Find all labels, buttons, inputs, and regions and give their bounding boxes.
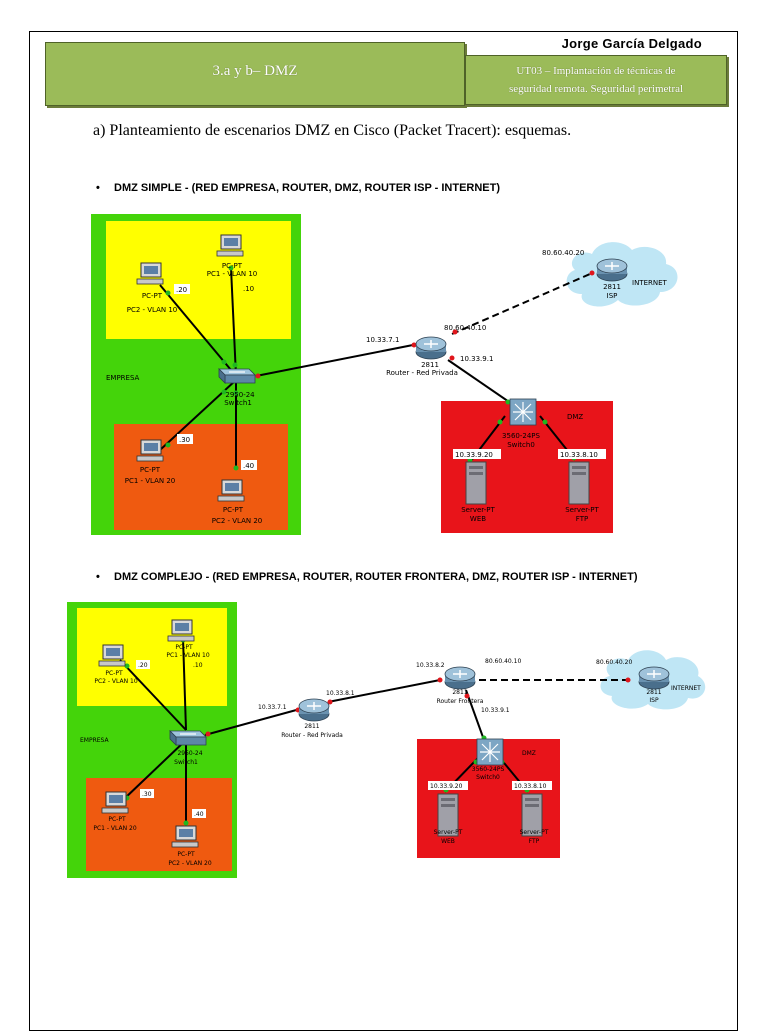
router-isp-ip: 80.60.40.20 (596, 659, 632, 666)
pc1-vlan20-icon[interactable] (101, 791, 129, 814)
router-isp-model: 2811 (646, 689, 661, 696)
switch0-model: 3560-24PS (472, 766, 505, 773)
switch0-model: 3560-24PS (502, 432, 540, 440)
header-unit-title: UT03 – Implantación de técnicas de segur… (470, 62, 722, 98)
switch0-name: Switch0 (476, 774, 500, 781)
pc2-vlan20-type: PC-PT (177, 851, 195, 858)
router-private-ip-wan: 10.33.8.1 (326, 690, 355, 697)
dmz-label: DMZ (522, 750, 536, 757)
router-private-model: 2811 (304, 723, 319, 730)
switch1-model: 2950-24 (225, 391, 255, 399)
header-section-title: 3.a y b– DMZ (212, 63, 298, 79)
web-server-name: WEB (470, 515, 486, 523)
empresa-label: EMPRESA (106, 374, 140, 382)
bullet-dmz-complex-text: DMZ COMPLEJO - (RED EMPRESA, ROUTER, ROU… (114, 571, 638, 583)
internet-label: INTERNET (671, 685, 701, 692)
pc2-vlan20-ip: .40 (243, 462, 254, 470)
router-private-ip-lan: 10.33.7.1 (366, 336, 399, 344)
header-unit-line2: seguridad remota. Seguridad perimetral (508, 83, 684, 95)
pc1-vlan10-name: PC1 - VLAN 10 (166, 652, 210, 659)
router-private-ip-lan: 10.33.7.1 (258, 704, 287, 711)
router-border-model: 2811 (452, 689, 467, 696)
pc1-vlan10-ip: .10 (193, 662, 203, 669)
pc2-vlan10-ip: .20 (138, 662, 148, 669)
pc1-vlan10-type: PC-PT (222, 262, 243, 270)
pc1-vlan20-type: PC-PT (140, 466, 161, 474)
pc2-vlan20-ip: .40 (194, 811, 204, 818)
web-server-ip: 10.33.9.20 (430, 783, 463, 790)
pc1-vlan20-type: PC-PT (108, 816, 126, 823)
pc2-vlan10-name: PC2 - VLAN 10 (127, 306, 178, 314)
pc1-vlan10-ip: .10 (243, 285, 254, 293)
vlan10-zone (77, 608, 227, 706)
router-isp-name: ISP (607, 292, 618, 300)
pc2-vlan20-name: PC2 - VLAN 20 (168, 860, 212, 867)
pc1-vlan20-name: PC1 - VLAN 20 (93, 825, 137, 832)
bullet-dmz-simple: • DMZ SIMPLE - (RED EMPRESA, ROUTER, DMZ,… (96, 182, 500, 194)
router-border-ip-dmz: 10.33.9.1 (481, 707, 510, 714)
ftp-server-type: Server-PT (565, 506, 599, 514)
ftp-server-type: Server-PT (520, 829, 549, 836)
router-border-ip-wan: 80.60.40.10 (485, 658, 521, 665)
header-unit-line1: UT03 – Implantación de técnicas de (516, 65, 676, 77)
router-border-icon[interactable] (444, 666, 476, 690)
empresa-label: EMPRESA (80, 737, 109, 744)
router-private-name: Router - Red Privada (386, 369, 458, 377)
bullet-dmz-complex: • DMZ COMPLEJO - (RED EMPRESA, ROUTER, RO… (96, 571, 638, 583)
bullet-icon: • (96, 182, 100, 194)
pc1-vlan20-ip: .30 (179, 436, 190, 444)
router-private-name: Router - Red Privada (281, 732, 343, 739)
internet-label: INTERNET (632, 279, 668, 287)
pc2-vlan20-name: PC2 - VLAN 20 (212, 517, 263, 525)
ftp-server-name: FTP (576, 515, 588, 523)
pc1-vlan20-ip: .30 (142, 791, 152, 798)
pc2-vlan20-type: PC-PT (223, 506, 244, 514)
bullet-dmz-simple-text: DMZ SIMPLE - (RED EMPRESA, ROUTER, DMZ, … (114, 182, 501, 194)
web-server-ip: 10.33.9.20 (455, 451, 493, 459)
web-server-name: WEB (441, 838, 455, 845)
router-private-icon[interactable] (298, 698, 330, 722)
router-private-ip-wan: 80.60.40.10 (444, 324, 486, 332)
router-isp-ip: 80.60.40.20 (542, 249, 584, 257)
pc2-vlan10-ip: .20 (176, 286, 187, 294)
section-heading: a) Planteamiento de escenarios DMZ en Ci… (93, 122, 572, 139)
web-server-type: Server-PT (434, 829, 463, 836)
router-private-model: 2811 (421, 361, 439, 369)
pc2-vlan10-name: PC2 - VLAN 10 (94, 678, 138, 685)
switch0-icon[interactable] (476, 738, 504, 766)
router-isp-model: 2811 (603, 283, 621, 291)
switch0-name: Switch0 (507, 441, 535, 449)
pc2-vlan10-icon[interactable] (98, 644, 126, 667)
bullet-icon: • (96, 571, 100, 583)
pc2-vlan10-type: PC-PT (105, 670, 123, 677)
pc2-vlan20-icon[interactable] (171, 825, 199, 848)
router-private-ip-dmz: 10.33.9.1 (460, 355, 493, 363)
router-isp-name: ISP (649, 697, 659, 704)
switch1-name: Switch1 (224, 399, 252, 407)
author-name: Jorge García Delgado (561, 36, 702, 51)
switch1-model: 2950-24 (177, 750, 202, 757)
pc1-vlan10-icon[interactable] (167, 619, 195, 642)
switch1-name: Switch1 (174, 759, 198, 766)
router-border-ip-in: 10.33.8.2 (416, 662, 445, 669)
ftp-server-ip: 10.33.8.10 (560, 451, 598, 459)
pc1-vlan20-name: PC1 - VLAN 20 (125, 477, 176, 485)
pc1-vlan10-name: PC1 - VLAN 10 (207, 270, 258, 278)
router-isp-icon[interactable] (638, 666, 670, 690)
header-section-box: 3.a y b– DMZ (45, 42, 465, 106)
header-unit-box: UT03 – Implantación de técnicas de segur… (465, 55, 727, 105)
ftp-server-name: FTP (529, 838, 540, 845)
pc1-vlan10-type: PC-PT (175, 644, 193, 651)
dmz-label: DMZ (567, 413, 583, 421)
web-server-type: Server-PT (461, 506, 495, 514)
pc2-vlan10-type: PC-PT (142, 292, 163, 300)
router-border-name: Router Frontera (437, 698, 484, 705)
switch1-icon[interactable] (169, 730, 207, 746)
ftp-server-ip: 10.33.8.10 (514, 783, 547, 790)
